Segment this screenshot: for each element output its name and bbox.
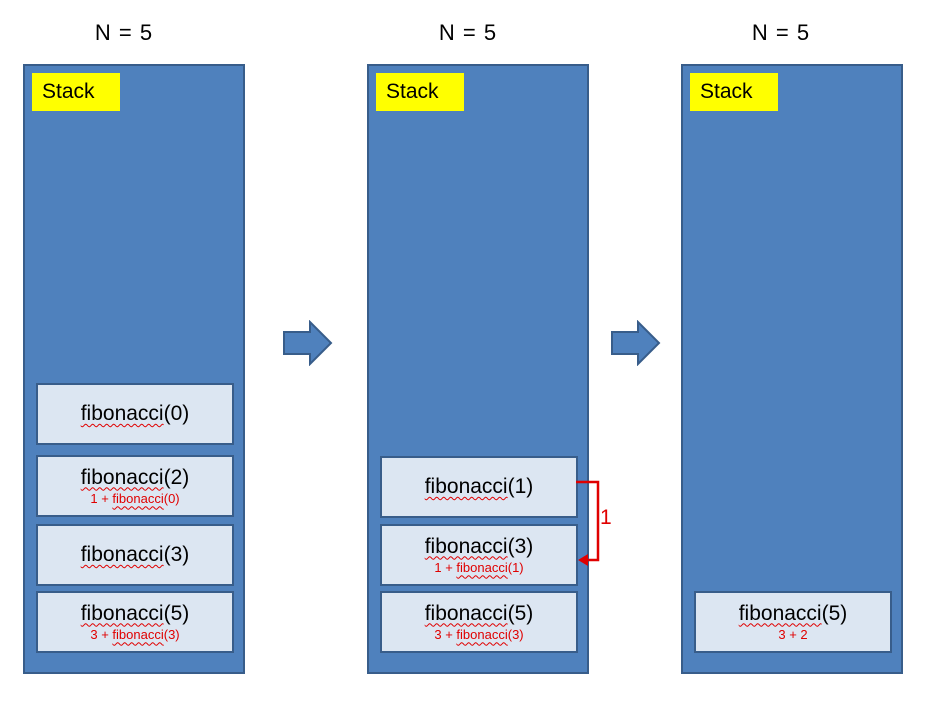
- stack-frame: fibonacci(5) 3 + fibonacci(3): [380, 591, 578, 653]
- frame-function: fibonacci: [424, 475, 508, 498]
- stack-2: Stack fibonacci(1) fibonacci(3) 1 + fibo…: [367, 64, 589, 674]
- frame-function: fibonacci: [80, 402, 164, 425]
- stack-frame: fibonacci(3) 1 + fibonacci(1): [380, 524, 578, 586]
- return-arrow-icon: [576, 480, 600, 566]
- return-value-label: 1: [600, 506, 612, 529]
- frame-arg: (1): [507, 475, 534, 498]
- n-label-2: N = 5: [438, 20, 498, 45]
- stack-frame: fibonacci(5) 3 + 2: [694, 591, 892, 653]
- frame-arg: (3): [163, 543, 190, 566]
- stack-frame: fibonacci(3): [36, 524, 234, 586]
- stack-label: Stack: [376, 73, 464, 111]
- frame-arg: (5): [821, 601, 848, 625]
- stack-frame: fibonacci(1): [380, 456, 578, 518]
- n-label-3: N = 5: [751, 20, 811, 45]
- stack-frame: fibonacci(0): [36, 383, 234, 445]
- frame-pending-expression: 3 + fibonacci(3): [90, 626, 180, 642]
- stack-3: Stack fibonacci(5) 3 + 2: [681, 64, 903, 674]
- stack-frame: fibonacci(5) 3 + fibonacci(3): [36, 591, 234, 653]
- frame-arg: (0): [163, 402, 190, 425]
- frame-function: fibonacci: [738, 601, 822, 625]
- stack-frame: fibonacci(2) 1 + fibonacci(0): [36, 455, 234, 517]
- stack-label: Stack: [690, 73, 778, 111]
- frame-function: fibonacci: [80, 543, 164, 566]
- right-arrow-icon: [283, 320, 333, 366]
- frame-function: fibonacci: [80, 465, 164, 489]
- stack-label: Stack: [32, 73, 120, 111]
- frame-pending-expression: 3 + fibonacci(3): [434, 626, 524, 642]
- frame-function: fibonacci: [80, 601, 164, 625]
- frame-arg: (3): [507, 534, 534, 558]
- right-arrow-icon: [611, 320, 661, 366]
- stack-1: Stack fibonacci(0) fibonacci(2) 1 + fibo…: [23, 64, 245, 674]
- frame-pending-expression: 1 + fibonacci(0): [90, 490, 180, 506]
- frame-function: fibonacci: [424, 534, 508, 558]
- n-label-1: N = 5: [94, 20, 154, 45]
- frame-function: fibonacci: [424, 601, 508, 625]
- frame-pending-expression: 1 + fibonacci(1): [434, 559, 524, 575]
- frame-arg: (5): [163, 601, 190, 625]
- frame-arg: (2): [163, 465, 190, 489]
- frame-arg: (5): [507, 601, 534, 625]
- frame-pending-expression: 3 + 2: [778, 626, 808, 642]
